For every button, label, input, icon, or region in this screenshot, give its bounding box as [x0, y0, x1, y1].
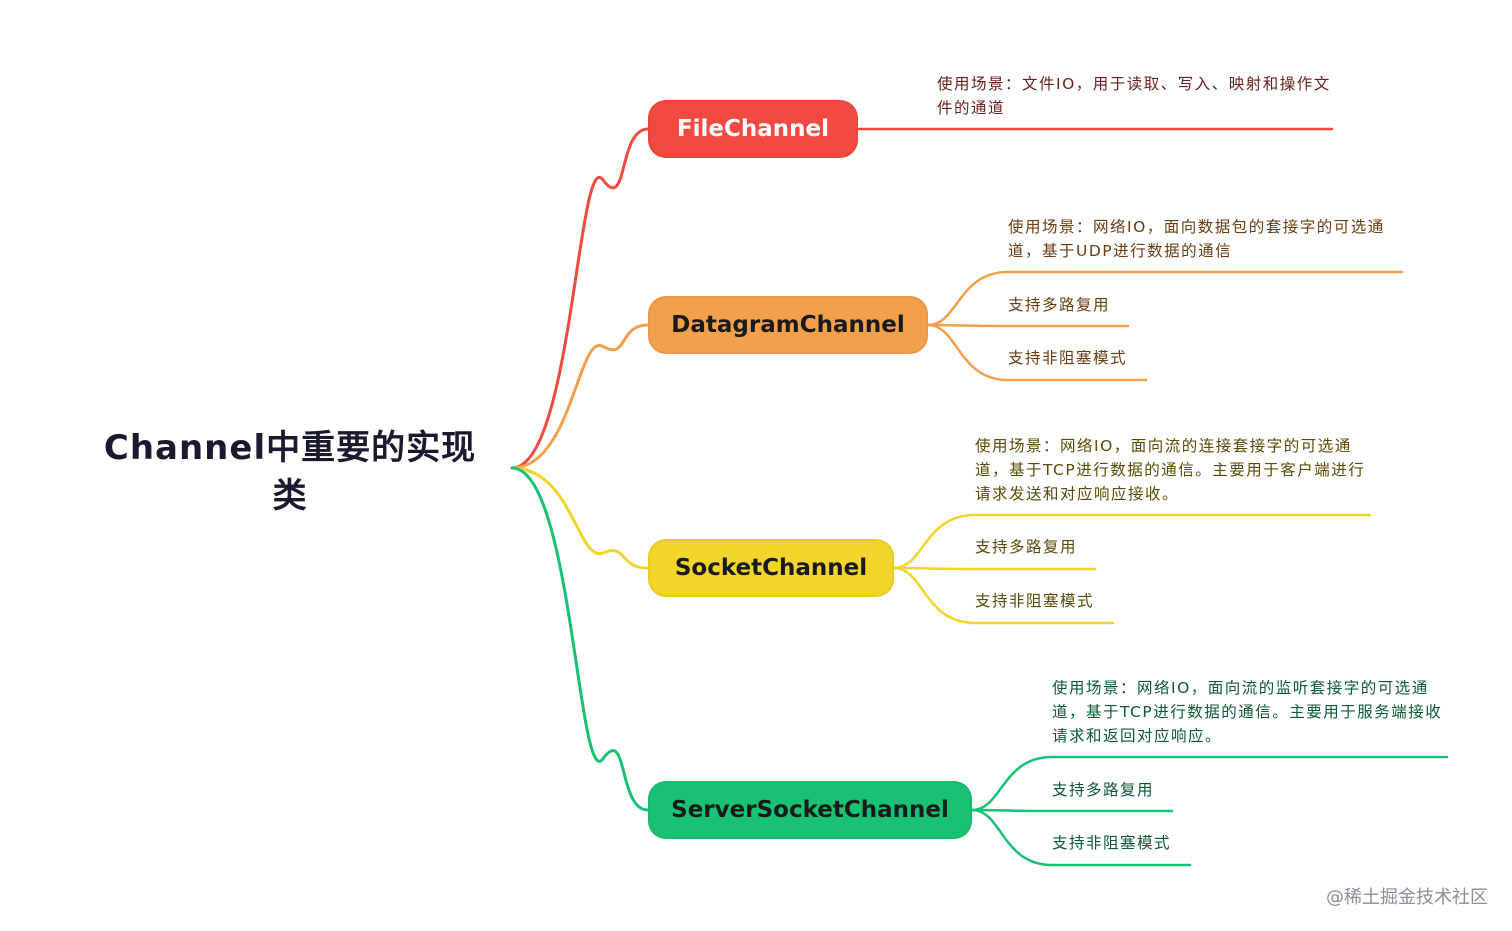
- branch-connector: [510, 127, 650, 470]
- leaf-connector: [926, 323, 1148, 382]
- leaf-connector: [926, 270, 1404, 327]
- leaf-text: 支持多路复用: [1008, 296, 1111, 314]
- branch-node[interactable]: ServerSocketChannel: [648, 781, 972, 839]
- branch-connector: [510, 466, 650, 812]
- leaf-text: 支持非阻塞模式: [975, 592, 1095, 610]
- branch-node-label: FileChannel: [676, 116, 830, 142]
- branch-node-label: ServerSocketChannel: [671, 797, 949, 823]
- branch-connector: [510, 323, 650, 470]
- branch-node-label: SocketChannel: [674, 555, 868, 581]
- leaf-connector: [970, 755, 1449, 812]
- leaf-connector: [892, 566, 1115, 625]
- leaf-connector: [926, 323, 1130, 328]
- leaf-text: 使用场景：网络IO，面向数据包的套接字的可选通道，基于UDP进行数据的通信: [1008, 218, 1385, 260]
- root-title: Channel中重要的实现类: [103, 428, 477, 516]
- leaf-text: 支持非阻塞模式: [1008, 349, 1128, 367]
- leaf-connector: [970, 808, 1174, 813]
- leaf-text: 使用场景：文件IO，用于读取、写入、映射和操作文件的通道: [937, 75, 1331, 117]
- leaf-text: 支持多路复用: [975, 538, 1078, 556]
- branch-node[interactable]: DatagramChannel: [648, 296, 928, 354]
- leaf-text: 使用场景：网络IO，面向流的连接套接字的可选通道，基于TCP进行数据的通信。主要…: [975, 437, 1366, 503]
- leaf-text: 使用场景：网络IO，面向流的监听套接字的可选通道，基于TCP进行数据的通信。主要…: [1052, 679, 1443, 745]
- watermark: @稀土掘金技术社区: [1326, 887, 1488, 908]
- leaf-connector: [892, 566, 1097, 571]
- branch-connector: [510, 466, 650, 570]
- leaf-text: 支持多路复用: [1052, 781, 1155, 799]
- leaf-connector: [970, 808, 1192, 867]
- leaf-connector: [892, 513, 1372, 570]
- branch-node-label: DatagramChannel: [671, 312, 905, 338]
- branch-node[interactable]: FileChannel: [648, 100, 858, 158]
- branch-node[interactable]: SocketChannel: [648, 539, 894, 597]
- leaf-text: 支持非阻塞模式: [1052, 834, 1172, 852]
